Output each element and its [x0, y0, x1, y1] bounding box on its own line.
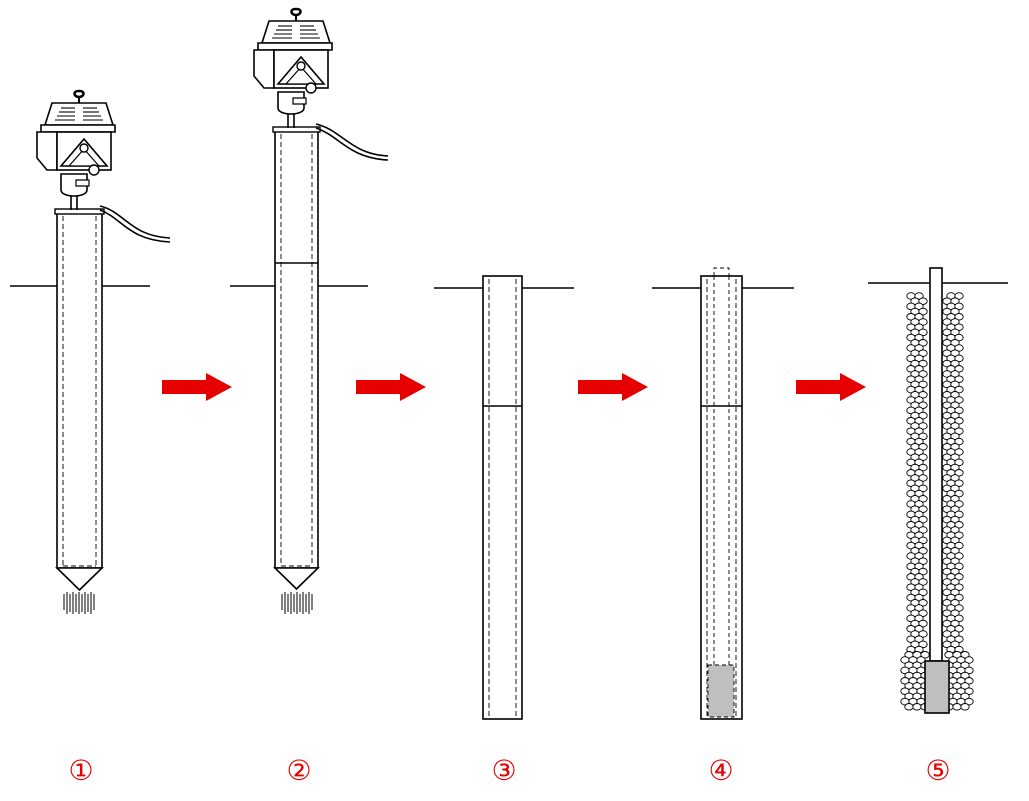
step-5-label: ⑤ — [925, 754, 950, 787]
right-arrow-icon — [162, 373, 232, 401]
right-arrow-icon — [578, 373, 648, 401]
casing-pipe — [700, 275, 743, 720]
step-3 — [434, 275, 574, 720]
right-arrow-icon — [796, 373, 866, 401]
step-2 — [230, 7, 389, 614]
step-4 — [652, 267, 794, 720]
vibration-marks — [281, 592, 313, 614]
vibratory-hammer-icon — [36, 89, 116, 210]
drive-tip — [55, 567, 104, 592]
step-1 — [10, 89, 171, 614]
casing-pipe — [54, 208, 105, 569]
casing-pipe — [482, 275, 523, 720]
sensor — [924, 660, 950, 714]
vibration-marks — [63, 592, 95, 614]
drive-tip — [273, 567, 320, 591]
casing-pipe — [272, 126, 321, 569]
hose — [99, 209, 171, 243]
step-2-label: ② — [286, 754, 311, 787]
hose — [99, 205, 171, 239]
gravel-pebble — [952, 703, 962, 711]
gravel-pebble — [904, 703, 914, 711]
vibratory-hammer-icon — [253, 7, 333, 128]
hose — [315, 123, 389, 157]
hose — [315, 127, 389, 161]
right-arrow-icon — [356, 373, 426, 401]
standpipe — [713, 267, 730, 665]
sensor — [707, 664, 735, 718]
step-5 — [868, 267, 1008, 714]
gravel-pebble — [912, 703, 922, 711]
step-1-label: ① — [68, 754, 93, 787]
gravel-pebble — [960, 703, 970, 711]
step-3-label: ③ — [491, 754, 516, 787]
step-4-label: ④ — [708, 754, 733, 787]
standpipe — [929, 267, 943, 662]
